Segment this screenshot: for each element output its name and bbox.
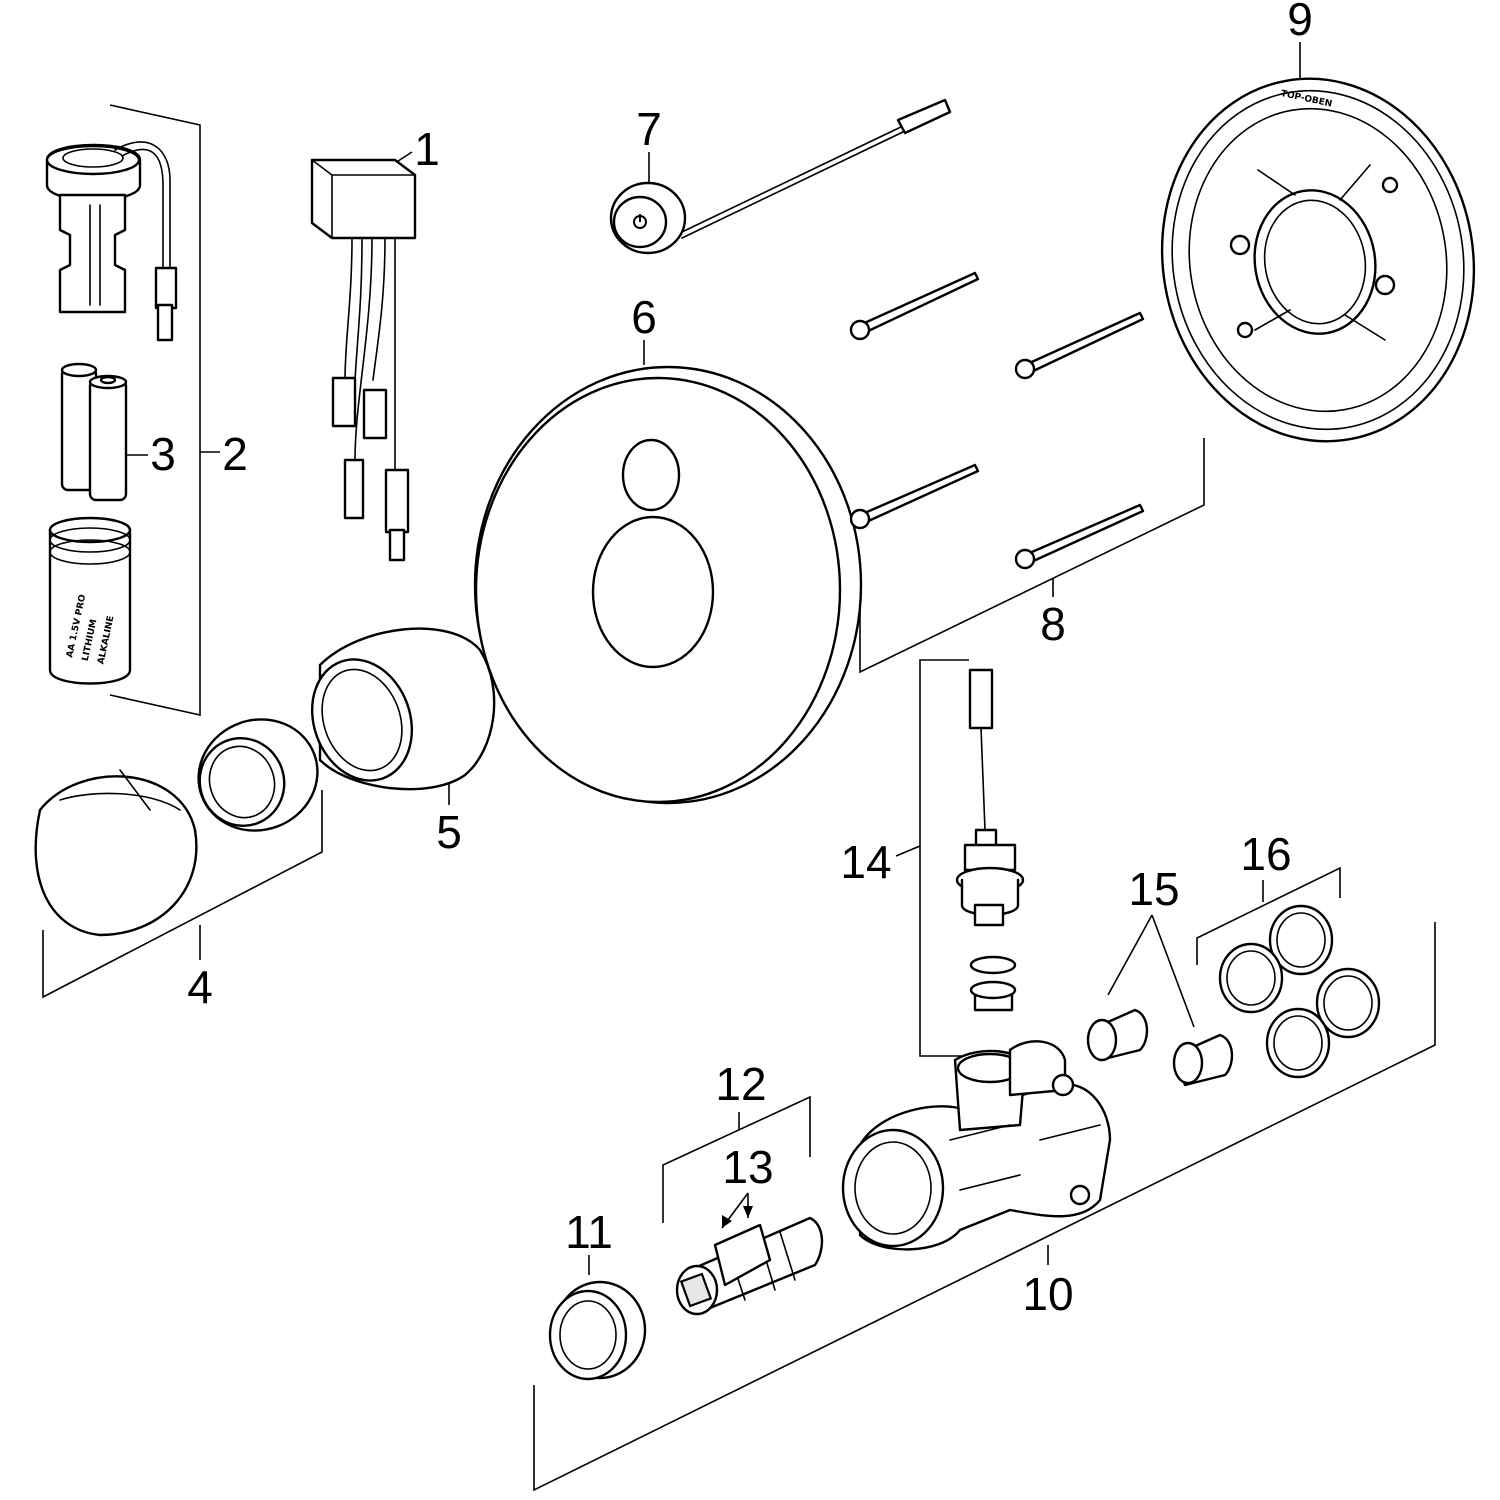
knob-cap [34, 769, 198, 937]
sensor-module [955, 668, 1025, 1012]
callout-1: 1 [414, 123, 440, 175]
callout-14: 14 [840, 836, 891, 888]
cartridge [675, 1216, 824, 1316]
push-button-with-cable [609, 98, 952, 255]
callout-2: 2 [222, 428, 248, 480]
callout-8: 8 [1040, 598, 1066, 650]
sleeve [310, 627, 496, 791]
callout-16: 16 [1240, 828, 1291, 880]
screws [849, 271, 1145, 570]
callout-3: 3 [150, 428, 176, 480]
o-rings [1218, 904, 1381, 1079]
cover-plate [473, 365, 863, 805]
control-box [310, 158, 417, 562]
callout-9: 9 [1287, 0, 1313, 45]
callout-numbers: 1 2 3 4 5 6 7 8 9 10 11 12 13 14 15 16 [150, 0, 1313, 1320]
batteries [60, 362, 128, 502]
valve-body [841, 1040, 1112, 1251]
callout-4: 4 [187, 961, 213, 1013]
callout-11: 11 [565, 1206, 613, 1258]
battery-holder [45, 141, 178, 342]
callout-5: 5 [436, 806, 462, 858]
callout-6: 6 [631, 291, 657, 343]
callout-10: 10 [1022, 1268, 1073, 1320]
callout-7: 7 [636, 103, 662, 155]
callout-13: 13 [722, 1141, 773, 1193]
callout-12: 12 [715, 1058, 766, 1110]
leader-lines [42, 42, 1436, 1492]
nut [548, 1280, 647, 1381]
check-valves [1086, 1008, 1234, 1087]
adapter-ring [197, 718, 319, 832]
mounting-ring: TOP-OBEN [1160, 77, 1476, 443]
callout-15: 15 [1128, 863, 1179, 915]
battery-cartridge: AA 1.5V PRO LITHIUM ALKALINE [48, 516, 132, 685]
